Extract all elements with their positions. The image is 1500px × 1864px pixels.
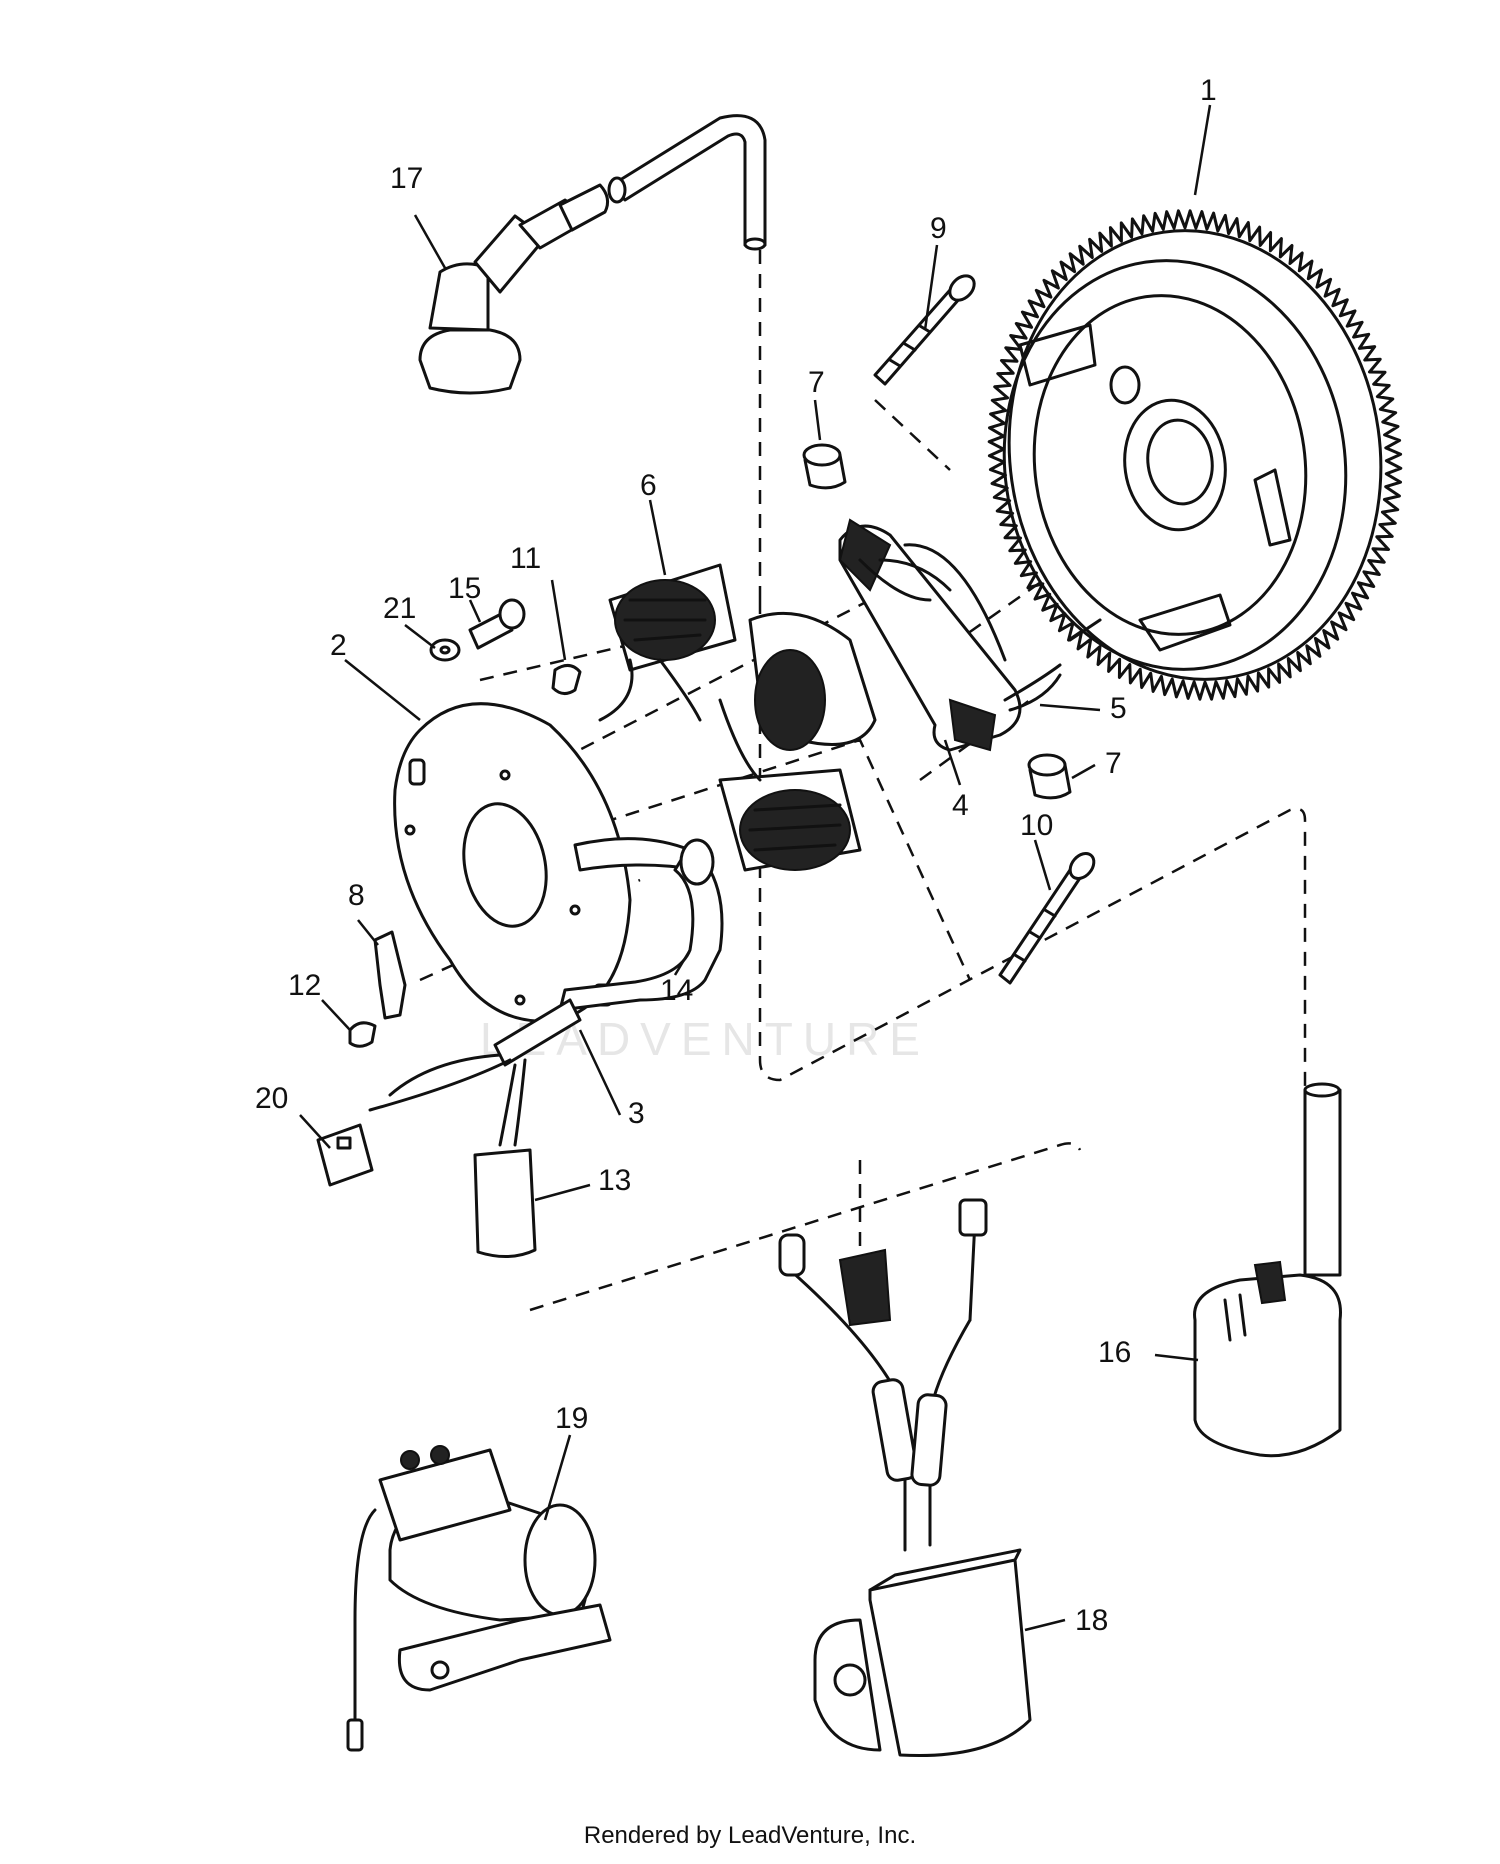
callout-7-lower: 7 — [1105, 747, 1122, 780]
callout-10: 10 — [1020, 809, 1053, 842]
callout-21: 21 — [383, 592, 416, 625]
screw-11 — [551, 664, 582, 695]
callout-5: 5 — [1110, 692, 1127, 725]
stator-coils — [598, 563, 877, 872]
callout-1: 1 — [1200, 74, 1217, 107]
callout-18: 18 — [1075, 1604, 1108, 1637]
screw-10 — [998, 851, 1096, 985]
ignition-coil — [1193, 1082, 1342, 1458]
callout-13: 13 — [598, 1164, 631, 1197]
callout-19: 19 — [555, 1402, 588, 1435]
spacer-lower — [1027, 753, 1072, 800]
connector-13 — [473, 1148, 537, 1258]
callout-15: 15 — [448, 572, 481, 605]
callout-6: 6 — [640, 469, 657, 502]
stator-base-plate — [393, 702, 632, 1023]
spark-plug-cap — [418, 183, 610, 395]
callout-12: 12 — [288, 969, 321, 1002]
starter-relay — [346, 1445, 612, 1752]
callout-2: 2 — [330, 629, 347, 662]
callout-8: 8 — [348, 879, 365, 912]
screw-15 — [468, 598, 526, 650]
cdi-unit — [778, 1198, 1032, 1758]
high-tension-wire — [607, 114, 767, 251]
screw-12 — [348, 1021, 377, 1048]
callout-9: 9 — [930, 212, 947, 245]
pulser-coil — [838, 518, 1062, 752]
wire-harness — [368, 837, 724, 1147]
flywheel — [987, 209, 1403, 701]
bracket-8 — [373, 930, 407, 1020]
footer-credit: Rendered by LeadVenture, Inc. — [583, 1822, 917, 1849]
leader-lines — [299, 104, 1212, 1632]
callout-14: 14 — [660, 974, 693, 1007]
callout-4: 4 — [952, 789, 969, 822]
callout-11: 11 — [510, 542, 541, 575]
callout-17: 17 — [390, 162, 423, 195]
spacer-upper — [802, 443, 847, 490]
callout-7-upper: 7 — [808, 366, 825, 399]
callout-labels: 1 2 3 4 5 6 7 7 8 9 10 11 12 13 14 15 16… — [255, 74, 1217, 1637]
callout-3: 3 — [628, 1097, 645, 1130]
connector-20 — [316, 1123, 374, 1187]
washer-21 — [429, 638, 461, 662]
screw-9 — [873, 274, 976, 386]
callout-20: 20 — [255, 1082, 288, 1115]
callout-16: 16 — [1098, 1336, 1131, 1369]
